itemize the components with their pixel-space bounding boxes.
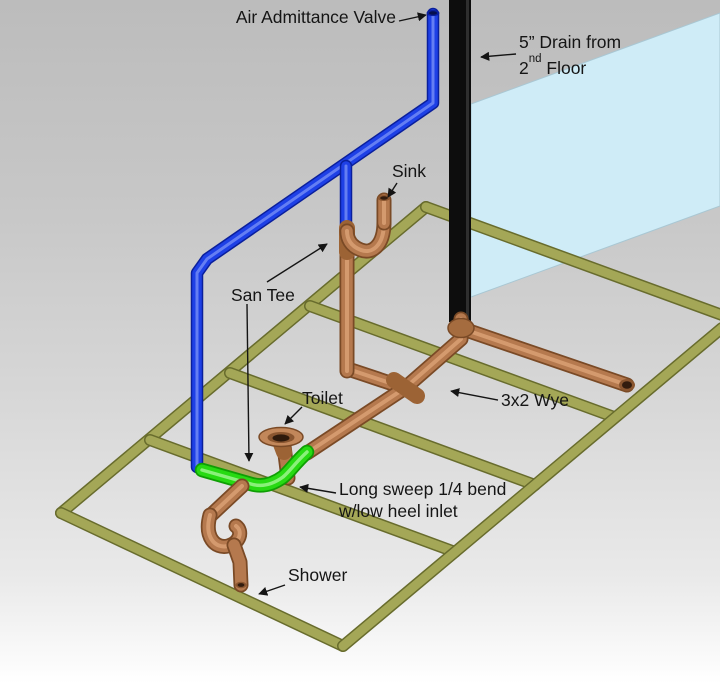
label-drain-line1: 5” Drain from [519, 31, 621, 53]
label-san-tee-text: San Tee [231, 285, 295, 305]
label-long-sweep: Long sweep 1/4 bend w/low heel inlet [339, 478, 506, 522]
shower-stub-bore [237, 583, 245, 587]
pipe-bore [622, 381, 632, 389]
label-drain-stack: 5” Drain from 2nd Floor [519, 31, 621, 79]
label-air-admittance-valve: Air Admittance Valve [196, 6, 396, 28]
leader-sink [387, 182, 398, 198]
label-air-admittance-valve-text: Air Admittance Valve [235, 7, 396, 27]
right-drain-branch [469, 331, 635, 391]
label-drain-floor-word: Floor [541, 57, 587, 78]
label-sink: Sink [392, 160, 426, 182]
leader-long-sweep [299, 483, 337, 494]
label-long-sweep-line2: w/low heel inlet [339, 500, 506, 522]
leader-san-tee-lower [244, 303, 254, 462]
label-long-sweep-line2-text: w/low heel inlet [339, 501, 458, 521]
label-shower: Shower [288, 564, 347, 586]
toilet-drain-assembly [202, 426, 307, 486]
label-toilet: Toilet [302, 387, 343, 409]
label-wye: 3x2 Wye [501, 389, 569, 411]
label-toilet-text: Toilet [302, 388, 343, 408]
stack-base-fitting [447, 317, 475, 339]
label-drain-line1-text: 5” Drain from [519, 32, 622, 52]
label-wye-text: 3x2 Wye [501, 390, 569, 410]
label-drain-floor-num: 2 [519, 57, 529, 78]
label-drain-floor-ordinal: nd [528, 53, 542, 65]
label-long-sweep-line1-text: Long sweep 1/4 bend [339, 479, 507, 499]
leader-lines [244, 12, 517, 596]
leader-toilet [284, 406, 303, 425]
leader-wye [450, 388, 499, 401]
leader-shower [258, 584, 286, 596]
leader-san-tee-upper [266, 243, 328, 283]
sink-drain-assembly [347, 195, 390, 371]
sink-stub-bore [380, 196, 388, 200]
label-san-tee: San Tee [231, 284, 295, 306]
air-admittance-valve-fitting [426, 9, 440, 17]
toilet-flange-bore [272, 434, 290, 442]
leader-air-admittance-valve [398, 12, 427, 22]
shower-drain-assembly [208, 486, 246, 588]
drain-stack-pipe [449, 0, 471, 322]
label-shower-text: Shower [288, 565, 348, 585]
label-long-sweep-line1: Long sweep 1/4 bend [339, 478, 506, 500]
leader-drain-stack [480, 51, 517, 61]
floor-frame [61, 207, 720, 646]
label-sink-text: Sink [392, 161, 427, 181]
label-drain-line2: 2nd Floor [519, 53, 621, 79]
main-drain-run [307, 317, 475, 454]
